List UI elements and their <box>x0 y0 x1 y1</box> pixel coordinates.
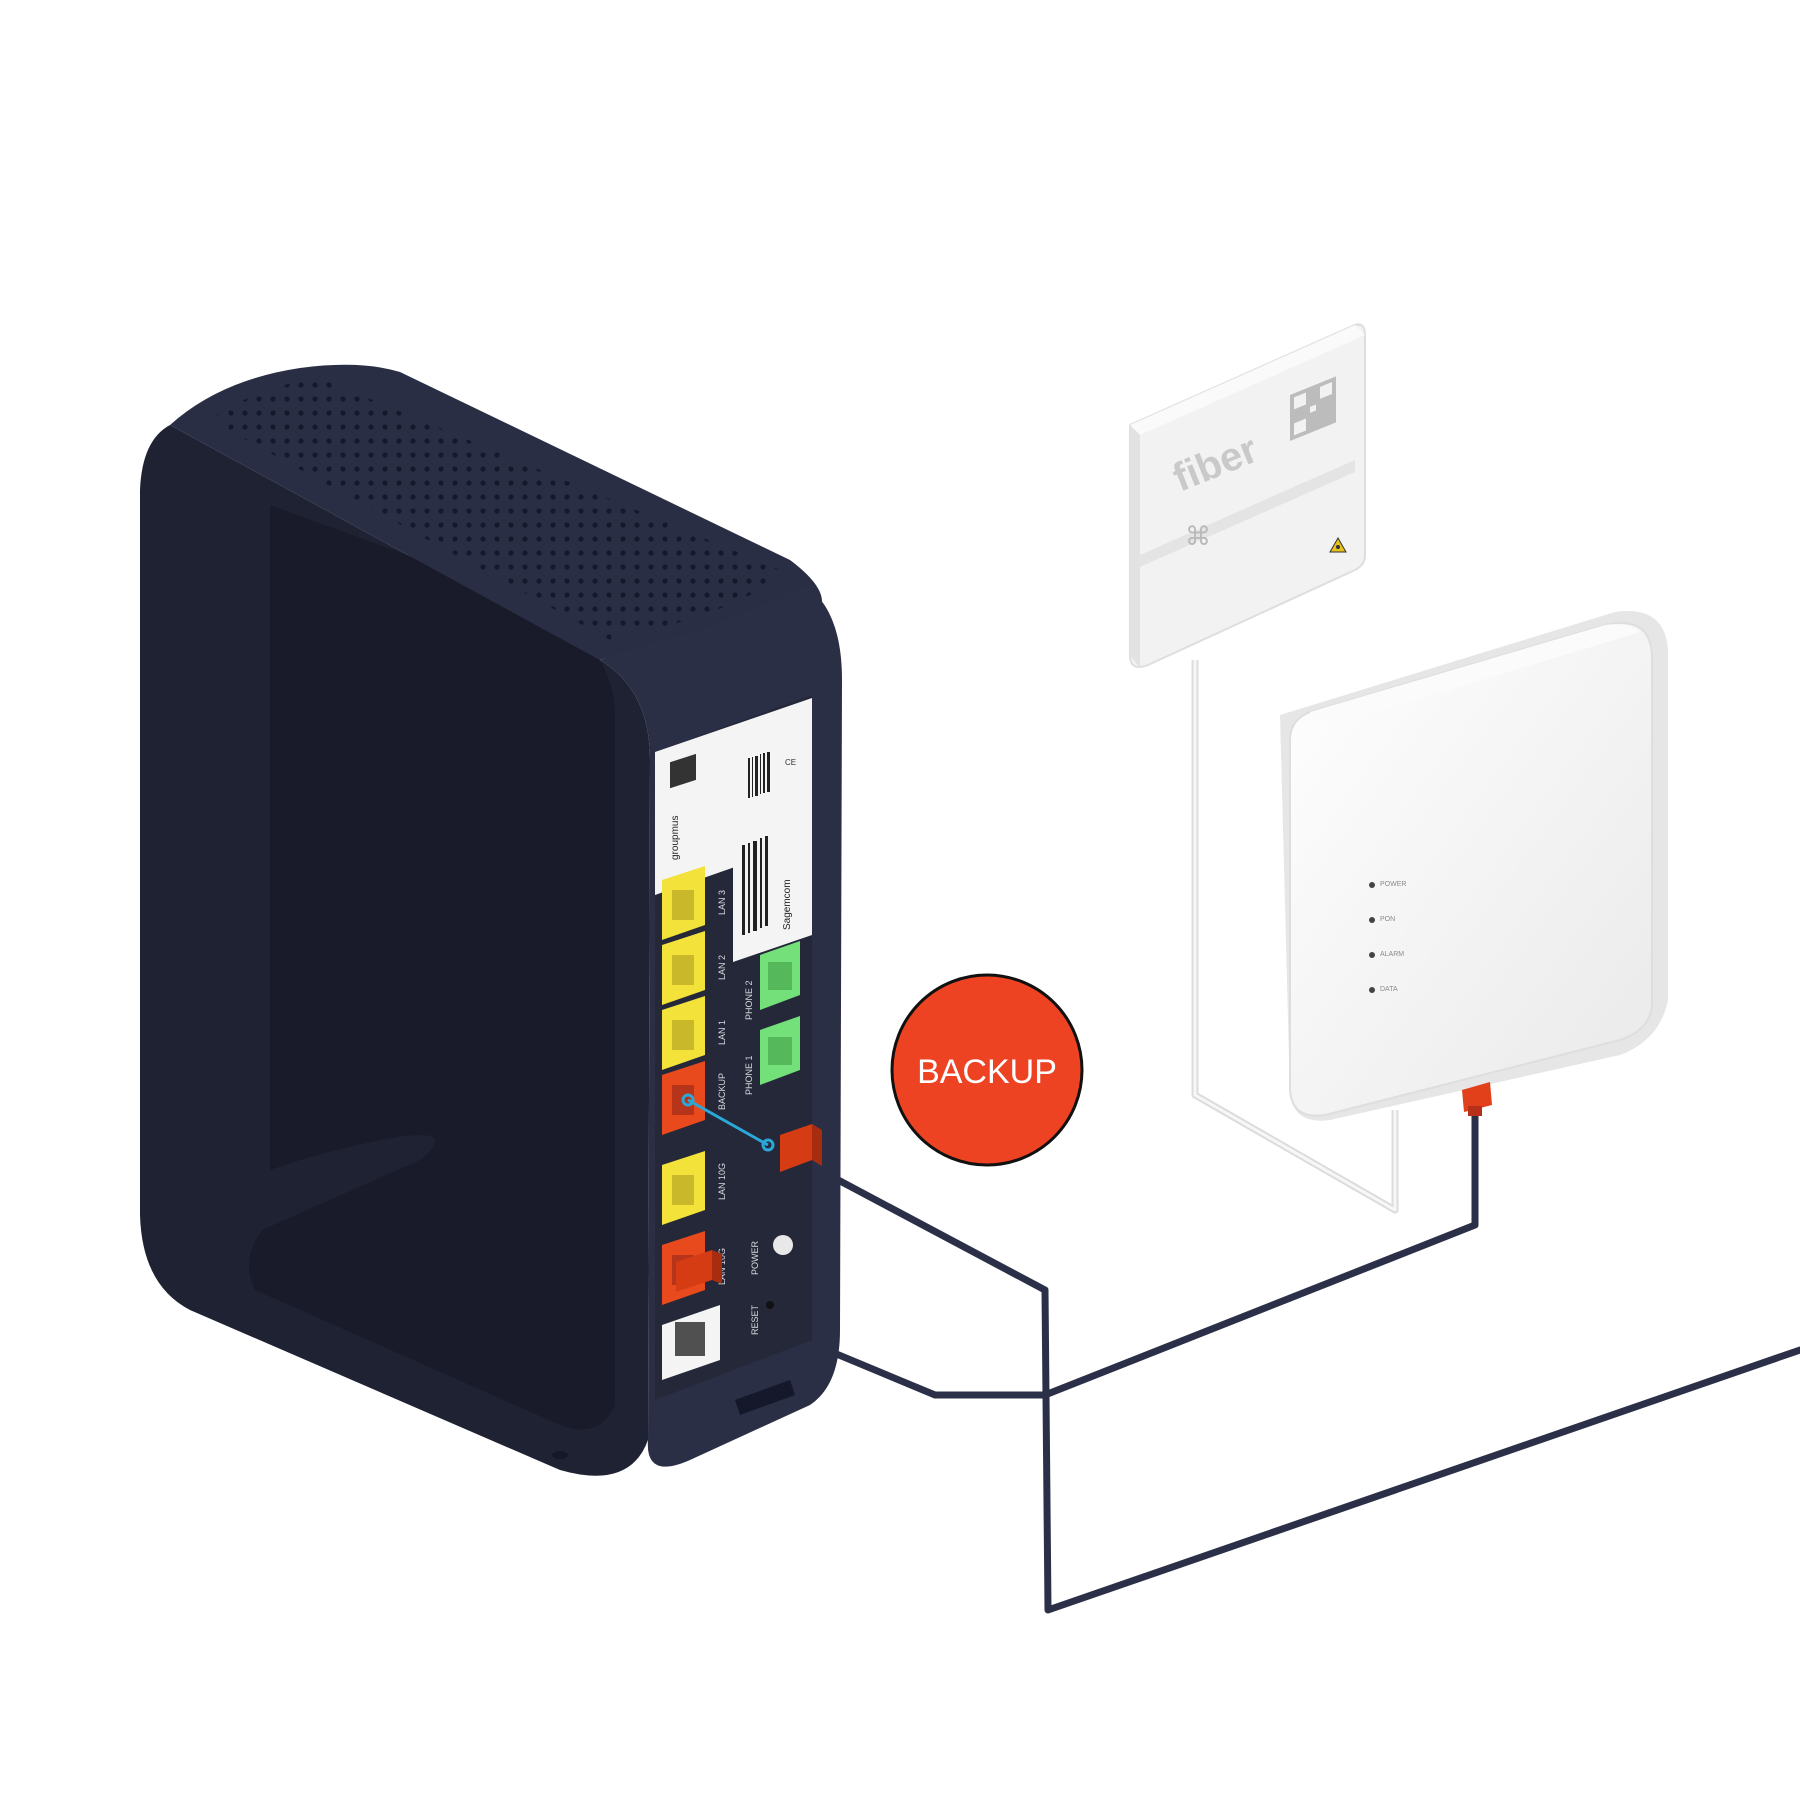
cloverleaf-icon: ⌘ <box>1185 522 1211 552</box>
sticker-maker: Sagemcom <box>782 879 793 930</box>
svg-text:PHONE 1: PHONE 1 <box>744 1055 754 1095</box>
backup-badge: BACKUP <box>890 973 1084 1167</box>
router-port-phone-2[interactable]: PHONE 2 <box>744 941 800 1020</box>
svg-text:RESET: RESET <box>750 1304 760 1335</box>
svg-text:CE: CE <box>785 758 796 767</box>
sticker-brand: groupmus <box>670 816 681 860</box>
router: groupmus CE Sagemcom LAN 3 <box>140 364 842 1476</box>
ont-led-data: DATA <box>1369 986 1398 993</box>
power-connector[interactable] <box>780 1124 822 1172</box>
ont-led-alarm: ALARM <box>1369 951 1404 958</box>
backup-badge-label: BACKUP <box>917 1053 1057 1091</box>
router-port-lan-10g-yellow[interactable]: LAN 10G <box>662 1151 727 1225</box>
ethernet-plug-lan <box>676 1250 722 1292</box>
router-port-phone-1[interactable]: PHONE 1 <box>744 1016 800 1095</box>
fiber-outlet-qr <box>1290 376 1336 441</box>
backup-indicator-line <box>681 1093 775 1152</box>
svg-text:LAN 3: LAN 3 <box>717 890 727 915</box>
svg-text:POWER: POWER <box>750 1240 760 1275</box>
power-button[interactable] <box>773 1235 793 1255</box>
ont-ethernet-plug <box>1462 1082 1492 1116</box>
svg-text:ALARM: ALARM <box>1380 951 1404 958</box>
router-port-lan-2[interactable]: LAN 2 <box>662 931 727 1005</box>
ont-led-power: POWER <box>1369 881 1406 888</box>
reset-button[interactable] <box>766 1301 774 1309</box>
router-port-lan-1[interactable]: LAN 1 <box>662 996 727 1070</box>
laser-warning-icon <box>1329 536 1347 553</box>
svg-text:BACKUP: BACKUP <box>717 1073 727 1110</box>
svg-text:POWER: POWER <box>1380 881 1406 888</box>
svg-text:LAN 2: LAN 2 <box>717 955 727 980</box>
svg-text:PHONE 2: PHONE 2 <box>744 980 754 1020</box>
svg-text:PON: PON <box>1380 916 1395 923</box>
svg-text:DATA: DATA <box>1380 986 1398 993</box>
svg-text:LAN 1: LAN 1 <box>717 1020 727 1045</box>
ont-led-pon: PON <box>1369 916 1395 923</box>
ont-device: POWER PON ALARM DATA <box>1280 611 1668 1121</box>
router-barcode-sticker: Sagemcom <box>733 812 812 962</box>
router-port-lan-3[interactable]: LAN 3 <box>662 866 727 940</box>
fiber-outlet: fiber ⌘ <box>1129 323 1366 668</box>
router-qr-sticker <box>662 1305 720 1380</box>
backup-cable <box>806 1161 1800 1614</box>
svg-text:LAN 10G: LAN 10G <box>717 1163 727 1200</box>
